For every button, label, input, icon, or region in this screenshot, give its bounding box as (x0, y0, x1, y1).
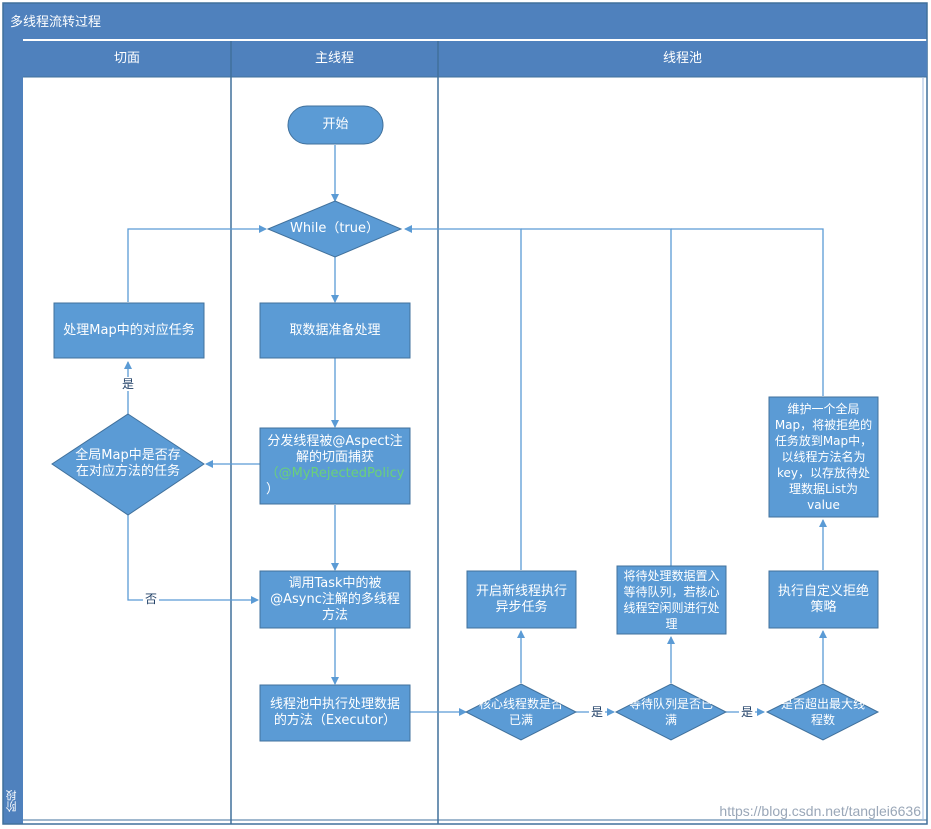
dispatch-node (259, 427, 411, 505)
execute-node-label: 线程池中执行处理数据的方法（Executor） (269, 697, 400, 728)
map-check-node-label: 全局Map中是否存在对应方法的任务 (75, 448, 181, 479)
dispatch-policy-text: （@MyRejectedPolicy (265, 466, 405, 481)
reject-node (768, 570, 879, 629)
enqueue-node-label: 将待处理数据置入等待队列，若核心线程空闲则进行处理 (623, 569, 720, 631)
edge-mapcheck-invoke (127, 515, 259, 604)
maintain-map-node (768, 396, 879, 518)
map-check-node (51, 413, 205, 516)
lane-header-aspect: 切面 (113, 51, 140, 66)
core-full-node (464, 683, 578, 741)
edge-label-yes-core: 是 (589, 705, 606, 719)
invoke-node-label: 调用Task中的被@Async注解的多线程方法 (270, 575, 400, 623)
phase-band (3, 39, 23, 824)
queue-full-node (614, 683, 728, 741)
max-exceed-node-label: 是否超出最大线程数 (780, 697, 865, 727)
lane-header-main-thread: 主线程 (314, 51, 354, 66)
dispatch-node-label: 分发线程被@Aspect注解的切面捕获 （@MyRejectedPolicy ） (260, 428, 410, 504)
map-handle-node (53, 302, 205, 359)
start-node (287, 105, 384, 145)
fetch-node (259, 302, 411, 359)
title-band (3, 3, 927, 39)
edge-maintain-while (671, 228, 824, 396)
while-node (266, 200, 403, 258)
reject-node-label: 执行自定义拒绝策略 (777, 583, 869, 615)
invoke-node (259, 570, 411, 629)
map-handle-node-label: 处理Map中的对应任务 (63, 322, 195, 338)
new-thread-node (466, 570, 577, 629)
start-node-label: 开始 (322, 117, 349, 132)
diagram-title: 多线程流转过程 (10, 15, 102, 30)
dispatch-text: 分发线程被@Aspect注解的切面捕获 (267, 434, 403, 465)
fetch-node-label: 取数据准备处理 (289, 322, 381, 338)
enqueue-node (616, 565, 727, 635)
edge-label-yes-queue: 是 (739, 705, 756, 719)
dispatch-close-text: ） (266, 482, 280, 497)
maintain-map-node-label: 维护一个全局Map，将被拒绝的任务放到Map中，以线程方法名为key，以存放待处… (774, 402, 873, 512)
execute-node (259, 684, 411, 742)
lane-header-thread-pool: 线程池 (662, 51, 702, 66)
edge-maphandle-while (127, 225, 267, 302)
edge-newthread-while (404, 225, 522, 570)
edge-enqueue-while (521, 228, 672, 566)
phase-label: 阶段 (5, 790, 18, 812)
queue-full-node-label: 等待队列是否已满 (628, 697, 713, 727)
watermark-text: https://blog.csdn.net/tanglei6636 (719, 803, 921, 819)
while-node-label: While（true） (290, 221, 379, 236)
edge-label-yes-map: 是 (120, 377, 137, 391)
core-full-node-label: 核心线程数是否已满 (478, 697, 563, 727)
edge-label-no-map: 否 (143, 592, 160, 606)
new-thread-node-label: 开启新线程执行异步任务 (475, 583, 567, 615)
max-exceed-node (765, 683, 880, 741)
lane-header-band (23, 41, 927, 77)
